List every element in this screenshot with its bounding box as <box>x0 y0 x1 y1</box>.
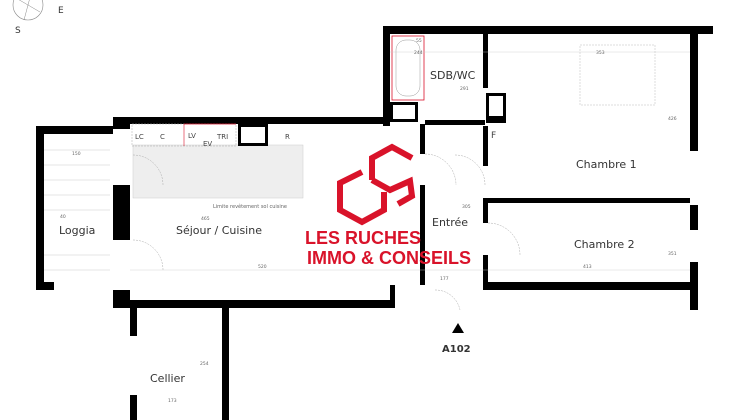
svg-text:244: 244 <box>414 50 423 56</box>
dimension-labels: 55 244 353 150 520 413 177 173 426 351 4… <box>60 38 690 404</box>
logo-line-1: LES RUCHES <box>305 228 421 248</box>
svg-text:520: 520 <box>258 264 267 270</box>
unit-marker-icon <box>452 323 464 333</box>
doors <box>132 153 521 311</box>
svg-text:291: 291 <box>460 86 469 92</box>
fixture-r: R <box>285 133 290 141</box>
fixture-ev: EV <box>203 140 212 148</box>
logo-line-2: IMMO & CONSEILS <box>307 248 471 268</box>
svg-text:254: 254 <box>200 361 209 367</box>
svg-text:426: 426 <box>668 116 677 122</box>
unit-label: A102 <box>442 344 471 355</box>
svg-text:351: 351 <box>668 251 677 257</box>
svg-text:173: 173 <box>168 398 177 404</box>
room-bathroom: SDB/WC <box>430 69 476 82</box>
kitchen-units: LC C LV EV TRI R F <box>131 123 496 148</box>
kitchen-floor-note: Limite revêtement sol cuisine <box>213 203 287 210</box>
fixture-lv: LV <box>188 132 196 140</box>
loggia-deck <box>44 149 110 271</box>
svg-text:413: 413 <box>583 264 592 270</box>
room-living: Séjour / Cuisine <box>176 224 262 237</box>
svg-text:177: 177 <box>440 276 449 282</box>
svg-text:305: 305 <box>462 204 471 210</box>
logo: LES RUCHES IMMO & CONSEILS <box>305 143 471 268</box>
bathtub <box>391 35 425 101</box>
svg-text:150: 150 <box>72 151 81 157</box>
svg-text:55: 55 <box>416 38 422 44</box>
svg-text:353: 353 <box>596 50 605 56</box>
compass-south: S <box>15 26 21 36</box>
bed <box>579 44 656 106</box>
kitchen-floor-zone <box>132 144 304 199</box>
svg-text:40: 40 <box>60 214 66 220</box>
walls <box>36 26 713 420</box>
room-entry: Entrée <box>432 216 468 229</box>
compass: S E <box>12 0 64 36</box>
room-loggia: Loggia <box>59 224 95 237</box>
hexagon-logo-icon <box>337 143 416 226</box>
svg-text:465: 465 <box>201 216 210 222</box>
room-bedroom-1: Chambre 1 <box>576 158 637 171</box>
fixture-c: C <box>160 133 165 141</box>
room-bedroom-2: Chambre 2 <box>574 238 635 251</box>
fixture-tri: TRI <box>216 133 228 141</box>
fixture-lc: LC <box>135 133 144 141</box>
fixture-f: F <box>491 131 496 141</box>
room-cellar: Cellier <box>150 372 185 385</box>
compass-east: E <box>58 6 64 16</box>
